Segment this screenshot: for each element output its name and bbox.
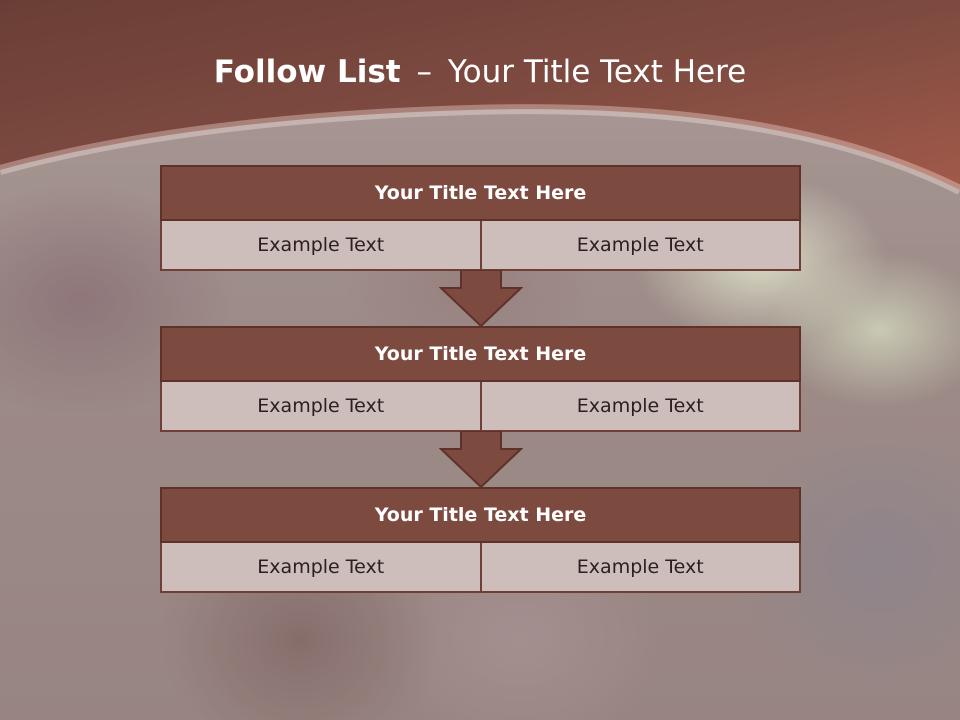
block-row: Example Text Example Text <box>160 221 801 271</box>
list-block-3: Your Title Text Here Example Text Exampl… <box>160 487 801 593</box>
list-block-1: Your Title Text Here Example Text Exampl… <box>160 165 801 271</box>
block-row: Example Text Example Text <box>160 382 801 432</box>
title-bold: Follow List <box>213 54 401 90</box>
block-title: Your Title Text Here <box>160 326 801 382</box>
block-cell-left: Example Text <box>160 382 482 432</box>
down-arrow-icon <box>439 431 523 489</box>
list-block-2: Your Title Text Here Example Text Exampl… <box>160 326 801 432</box>
block-title: Your Title Text Here <box>160 487 801 543</box>
slide-title: Follow List – Your Title Text Here <box>0 54 960 90</box>
title-rest: Your Title Text Here <box>447 54 747 90</box>
block-title: Your Title Text Here <box>160 165 801 221</box>
header-band <box>0 0 960 195</box>
block-row: Example Text Example Text <box>160 543 801 593</box>
block-cell-left: Example Text <box>160 543 482 593</box>
block-cell-right: Example Text <box>481 221 801 271</box>
title-separator: – <box>416 54 432 90</box>
block-cell-left: Example Text <box>160 221 482 271</box>
block-cell-right: Example Text <box>481 543 801 593</box>
block-cell-right: Example Text <box>481 382 801 432</box>
down-arrow-icon <box>439 270 523 328</box>
